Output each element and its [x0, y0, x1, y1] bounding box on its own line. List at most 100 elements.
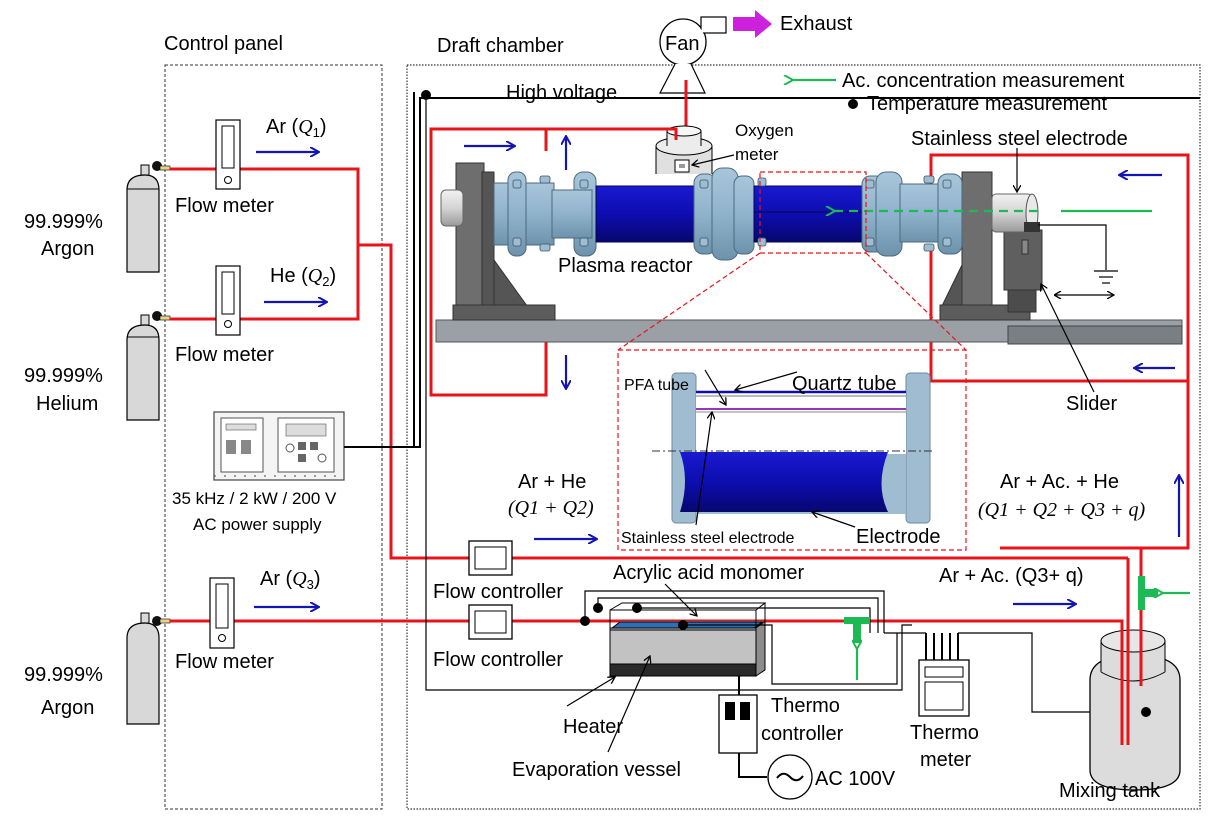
leader-line: [704, 369, 726, 405]
temperature-point-icon: [678, 620, 688, 630]
power-supply-spec: 35 kHz / 2 kW / 200 V: [172, 489, 337, 508]
helium-cylinder: [126, 311, 171, 421]
monomer-label: Acrylic acid monomer: [613, 562, 805, 584]
control-panel-frame: [164, 64, 383, 810]
temperature-point-icon: [421, 90, 431, 100]
mixing-to-reactor-pipe: [1000, 546, 1143, 575]
stainless-electrode-label: Stainless steel electrode: [911, 128, 1128, 150]
thermocouple-wire: [425, 100, 912, 691]
high-voltage-label: High voltage: [506, 82, 617, 104]
pfa-tube-label: PFA tube: [624, 377, 689, 394]
temperature-point-icon: [1141, 707, 1151, 717]
flow-controller-1-label: Flow controller: [433, 581, 563, 603]
inset-frame: [617, 349, 967, 551]
ground-icon: [1094, 270, 1118, 284]
inset-ss-electrode-label: Stainless steel electrode: [621, 530, 795, 547]
thermometer-label-2: meter: [920, 749, 971, 771]
fan-label: Fan: [665, 33, 699, 55]
regulator-icon: [152, 616, 162, 626]
vessel-label: Evaporation vessel: [512, 759, 681, 781]
heater-label: Heater: [563, 716, 623, 738]
flow-meter-1-label: Flow meter: [175, 195, 274, 217]
ar-q1-label: Ar (Q1): [266, 116, 327, 140]
ar-ac-he-q-label: (Q1 + Q2 + Q3 + q): [978, 499, 1145, 521]
flow-controller-2-label: Flow controller: [433, 649, 563, 671]
inset-zoom-line: [617, 252, 761, 351]
flow-meter-3-label: Flow meter: [175, 651, 274, 673]
control-panel-title: Control panel: [164, 33, 283, 55]
leader-line: [566, 677, 615, 707]
slider-label: Slider: [1066, 393, 1117, 415]
oxygen-meter-pipe: [431, 127, 678, 140]
flow-meter-2-label: Flow meter: [175, 344, 274, 366]
mixing-tank: [1089, 629, 1181, 791]
ac-sampling-tee-2: [1138, 576, 1190, 610]
ac-sampling-tee-1: [844, 617, 870, 680]
thermo-controller: [718, 694, 758, 754]
electrode-label: Electrode: [856, 526, 941, 548]
leader-line: [664, 583, 697, 616]
mixing-tank-label: Mixing tank: [1059, 780, 1161, 802]
temperature-legend-dot-icon: [848, 99, 858, 109]
leader-line: [1041, 284, 1095, 393]
regulator-icon: [152, 311, 162, 321]
inset-zoom-line: [865, 252, 967, 351]
evaporation-vessel: [609, 602, 767, 677]
sine-wave-icon: [776, 772, 804, 782]
inset-tube-cross-section: [652, 372, 932, 524]
leader-line: [607, 656, 650, 753]
ac-source-label: AC 100V: [815, 768, 896, 790]
flow-meter-3: [209, 577, 235, 649]
oxygen-meter: [655, 125, 713, 174]
draft-chamber-title: Draft chamber: [437, 35, 564, 57]
cylinder-1-gas: Argon: [41, 238, 94, 260]
flow-meter-1: [215, 119, 241, 190]
cylinder-2-gas: Helium: [36, 393, 98, 415]
flow-controller-1: [468, 540, 513, 576]
ar-he-manifold-pipe: [170, 167, 360, 321]
argon-cylinder-1: [126, 161, 171, 273]
leader-line: [695, 412, 712, 526]
reactor-outlet-pipe: [929, 245, 1188, 383]
thermocouple-wire: [958, 632, 1138, 713]
legend-temperature: Temperature measurement: [867, 93, 1108, 115]
thermocouple-wire: [584, 590, 885, 633]
draft-chamber-frame: [406, 64, 1201, 810]
ar-he-q-label: (Q1 + Q2): [508, 497, 594, 519]
thermometer: [918, 633, 970, 717]
cylinder-3-gas: Argon: [41, 697, 94, 719]
oxygen-meter-label-2: meter: [735, 145, 779, 164]
temperature-point-icon: [593, 603, 603, 613]
thermocouple-wire: [683, 624, 898, 685]
plasma-reactor-label: Plasma reactor: [558, 255, 693, 277]
cylinder-3-purity: 99.999%: [24, 664, 103, 686]
leader-line: [812, 512, 856, 528]
high-voltage-cable: [344, 97, 1200, 448]
cylinder-2-purity: 99.999%: [24, 365, 103, 387]
exhaust-label: Exhaust: [780, 13, 853, 35]
ar-he-label: Ar + He: [518, 471, 586, 493]
ar-ac-he-label: Ar + Ac. + He: [1000, 471, 1119, 493]
exhaust-arrow-icon: [733, 10, 772, 38]
he-q2-label: He (Q2): [270, 265, 336, 289]
legend-ac-concentration: Ac. concentration measurement: [842, 70, 1125, 92]
plasma-reactor: [435, 162, 1183, 345]
reactor-inlet-pipe: [429, 127, 548, 397]
leader-line: [735, 371, 798, 390]
temperature-point-icon: [632, 603, 642, 613]
thermometer-label-1: Thermo: [910, 722, 979, 744]
ar-he-supply-pipe: [358, 243, 466, 560]
inset-source-frame: [759, 171, 867, 254]
fan: [659, 16, 727, 94]
regulator-icon: [152, 161, 162, 171]
ac-power-supply: [213, 411, 345, 481]
leader-line: [692, 154, 735, 165]
cylinder-1-purity: 99.999%: [24, 211, 103, 233]
oxygen-meter-label-1: Oxygen: [735, 121, 794, 140]
thermo-controller-label-2: controller: [761, 723, 844, 745]
flow-controller-2: [468, 604, 513, 640]
thermocouple-wire: [637, 607, 871, 633]
ground-wire: [1038, 224, 1107, 270]
thermo-controller-label-1: Thermo: [771, 695, 840, 717]
